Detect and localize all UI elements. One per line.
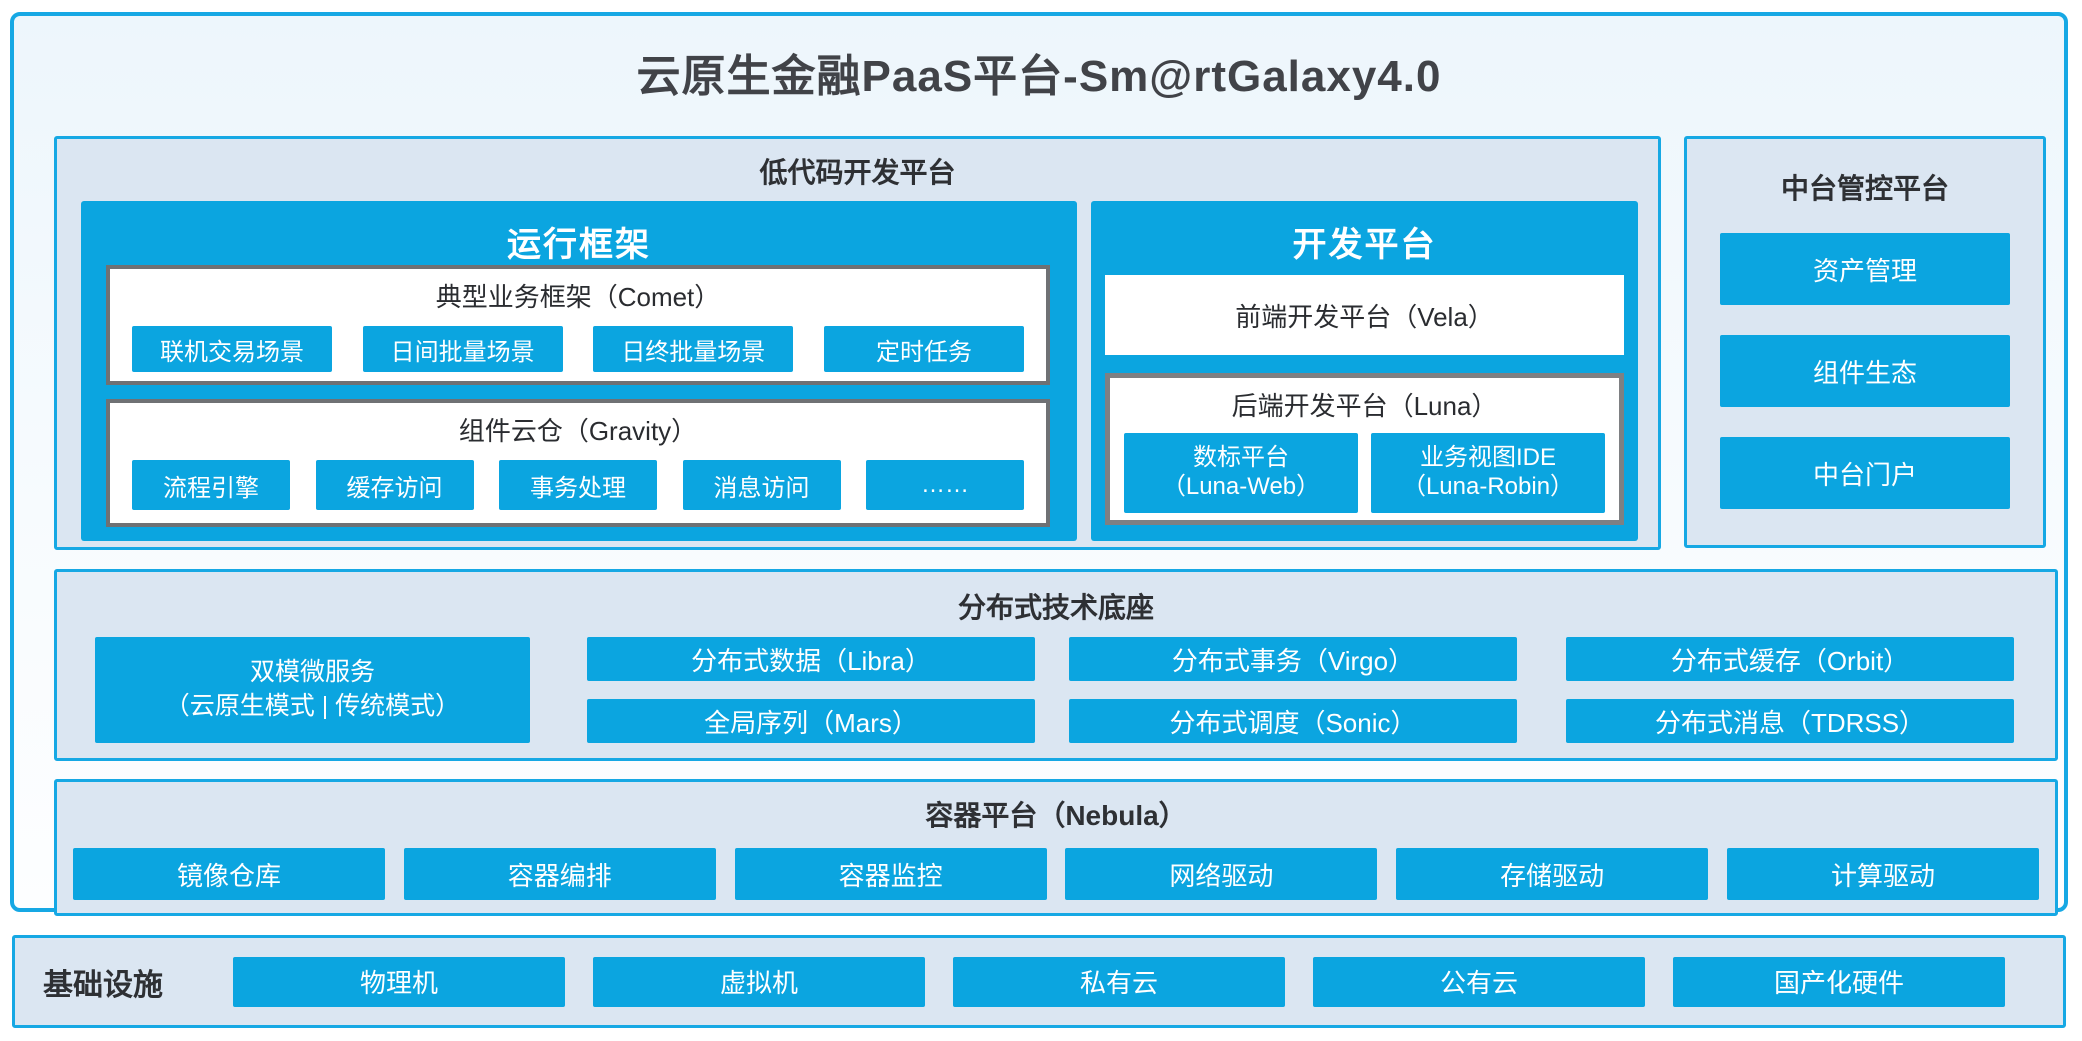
chip-process-engine: 流程引擎: [132, 460, 290, 510]
luna-web-line1: 数标平台: [1193, 444, 1289, 472]
chip-container-monitoring: 容器监控: [734, 848, 1047, 900]
section-distributed-base: 分布式技术底座 双模微服务 （云原生模式 | 传统模式） 分布式数据（Libra…: [54, 569, 2058, 761]
chip-transaction-processing: 事务处理: [499, 460, 657, 510]
luna-group-title: 后端开发平台（Luna）: [1231, 391, 1498, 421]
chip-network-driver: 网络驱动: [1065, 848, 1378, 900]
chip-midplatform-portal: 中台门户: [1720, 437, 2010, 509]
dual-mode-line2: （云原生模式 | 传统模式）: [164, 692, 461, 720]
infrastructure-label: 基础设施: [43, 968, 163, 1002]
chip-component-ecosystem: 组件生态: [1720, 335, 2010, 407]
page-title: 云原生金融PaaS平台-Sm@rtGalaxy4.0: [636, 52, 1442, 101]
chip-dual-mode-microservices: 双模微服务 （云原生模式 | 传统模式）: [95, 637, 530, 743]
chip-distributed-cache-orbit: 分布式缓存（Orbit）: [1566, 637, 2014, 681]
chip-compute-driver: 计算驱动: [1726, 848, 2039, 900]
section-infrastructure: 基础设施 物理机 虚拟机 私有云 公有云 国产化硬件: [12, 935, 2066, 1028]
chip-domestic-hardware: 国产化硬件: [1673, 956, 2005, 1007]
runtime-panel-title: 运行框架: [507, 226, 651, 264]
chip-luna-web-platform: 数标平台 （Luna-Web）: [1124, 433, 1358, 513]
chip-private-cloud: 私有云: [953, 956, 1285, 1007]
group-backend-dev-platform-luna: 后端开发平台（Luna） 数标平台 （Luna-Web） 业务视图IDE （Lu…: [1105, 373, 1624, 525]
midplatform-section-title: 中台管控平台: [1780, 173, 1949, 204]
chip-cache-access: 缓存访问: [315, 460, 474, 510]
chip-daytime-batch-scenario: 日间批量场景: [362, 326, 563, 372]
section-midplatform-control: 中台管控平台 资产管理 组件生态 中台门户: [1684, 136, 2046, 548]
midplatform-button-column: 资产管理 组件生态 中台门户: [1687, 233, 2043, 509]
group-gravity-component-warehouse: 组件云仓（Gravity） 流程引擎 缓存访问 事务处理 消息访问 ……: [106, 399, 1050, 527]
gravity-group-title: 组件云仓（Gravity）: [458, 416, 698, 446]
infrastructure-chip-row: 物理机 虚拟机 私有云 公有云 国产化硬件: [233, 956, 2063, 1007]
lowcode-section-title: 低代码开发平台: [759, 157, 956, 188]
chip-container-orchestration: 容器编排: [403, 848, 716, 900]
chip-luna-robin-ide: 业务视图IDE （Luna-Robin）: [1371, 433, 1605, 513]
chip-storage-driver: 存储驱动: [1396, 848, 1709, 900]
dual-mode-line1: 双模微服务: [249, 658, 375, 687]
chip-message-access: 消息访问: [682, 460, 841, 510]
chip-scheduled-task: 定时任务: [823, 326, 1024, 372]
box-frontend-dev-platform-vela: 前端开发平台（Vela）: [1105, 275, 1624, 355]
section-container-platform: 容器平台（Nebula） 镜像仓库 容器编排 容器监控 网络驱动 存储驱动 计算…: [54, 779, 2058, 916]
devplatform-panel-title: 开发平台: [1292, 226, 1437, 264]
diagram-frame: 云原生金融PaaS平台-Sm@rtGalaxy4.0 低代码开发平台 运行框架 …: [10, 12, 2068, 916]
section-lowcode-platform: 低代码开发平台 运行框架 典型业务框架（Comet） 联机交易场景 日间批量场景…: [54, 136, 1661, 550]
chip-ellipsis-more: ……: [866, 460, 1024, 510]
chip-distributed-scheduling-sonic: 分布式调度（Sonic）: [1069, 699, 1517, 743]
comet-group-title: 典型业务框架（Comet）: [435, 282, 721, 312]
chip-public-cloud: 公有云: [1313, 956, 1645, 1007]
distributed-section-title: 分布式技术底座: [957, 592, 1154, 623]
luna-web-line2: （Luna-Web）: [1161, 473, 1321, 500]
chip-distributed-message-tdrss: 分布式消息（TDRSS）: [1566, 699, 2014, 743]
panel-runtime-framework: 运行框架 典型业务框架（Comet） 联机交易场景 日间批量场景 日终批量场景 …: [81, 201, 1077, 541]
chip-eod-batch-scenario: 日终批量场景: [593, 326, 794, 372]
chip-asset-management: 资产管理: [1720, 233, 2010, 305]
chip-distributed-data-libra: 分布式数据（Libra）: [587, 637, 1035, 681]
group-comet-business-framework: 典型业务框架（Comet） 联机交易场景 日间批量场景 日终批量场景 定时任务: [106, 265, 1050, 385]
nebula-section-title: 容器平台（Nebula）: [925, 800, 1187, 831]
gravity-chip-row: 流程引擎 缓存访问 事务处理 消息访问 ……: [110, 460, 1046, 510]
comet-chip-row: 联机交易场景 日间批量场景 日终批量场景 定时任务: [110, 326, 1046, 372]
chip-distributed-transaction-virgo: 分布式事务（Virgo）: [1069, 637, 1517, 681]
luna-chip-row: 数标平台 （Luna-Web） 业务视图IDE （Luna-Robin）: [1110, 433, 1619, 513]
chip-online-trading-scenario: 联机交易场景: [132, 326, 332, 372]
chip-image-registry: 镜像仓库: [73, 848, 385, 900]
luna-robin-line1: 业务视图IDE: [1419, 444, 1556, 472]
luna-robin-line2: （Luna-Robin）: [1401, 473, 1575, 500]
chip-virtual-machine: 虚拟机: [593, 956, 925, 1007]
chip-global-sequence-mars: 全局序列（Mars）: [587, 699, 1035, 743]
panel-development-platform: 开发平台 前端开发平台（Vela） 后端开发平台（Luna） 数标平台 （Lun…: [1091, 201, 1638, 541]
chip-physical-machine: 物理机: [233, 956, 565, 1007]
nebula-chip-row: 镜像仓库 容器编排 容器监控 网络驱动 存储驱动 计算驱动: [57, 848, 2055, 900]
